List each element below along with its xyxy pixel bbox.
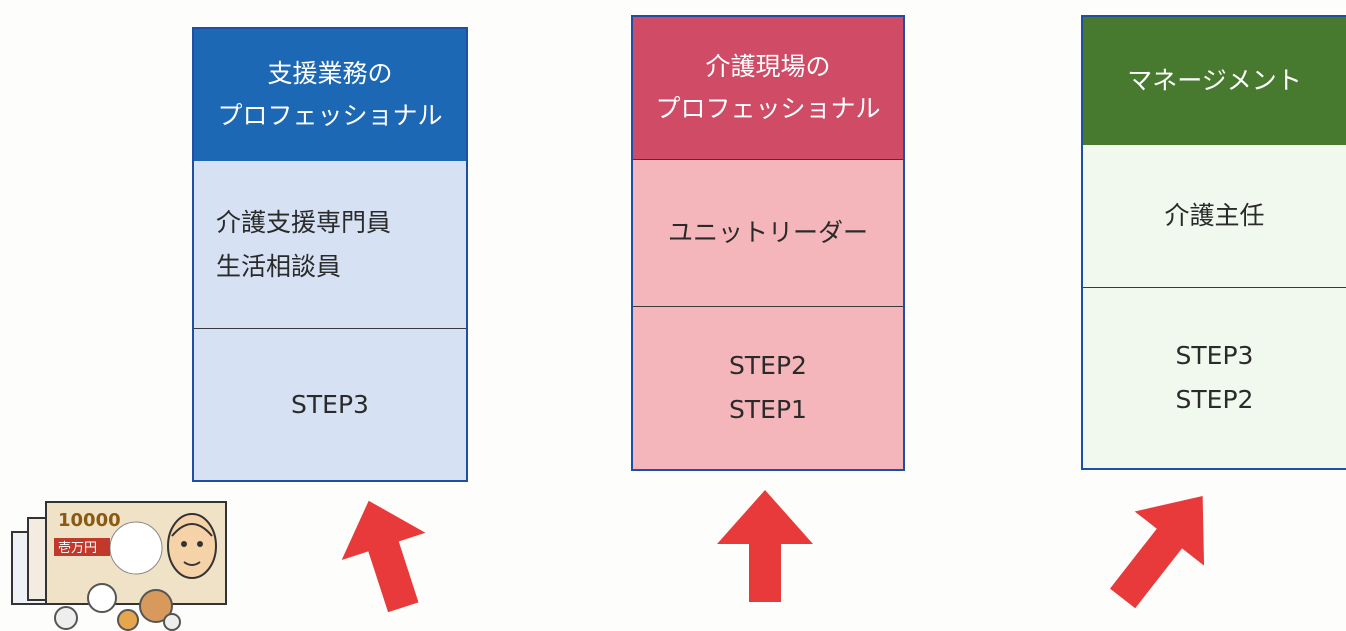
- arrow-up-left-icon: [341, 500, 426, 612]
- card-header: 介護現場の プロフェッショナル: [633, 17, 903, 159]
- step-label: STEP1: [729, 395, 807, 424]
- card-support-professional: 支援業務の プロフェッショナル 介護支援専門員 生活相談員 STEP3: [192, 27, 468, 482]
- position-label: ユニットリーダー: [667, 218, 868, 247]
- header-line-2: プロフェッショナル: [655, 94, 881, 123]
- header-line-1: マネージメント: [1127, 66, 1302, 95]
- step-label: STEP2: [1175, 385, 1254, 414]
- steps-section: STEP2 STEP1: [633, 307, 903, 469]
- step-label: STEP3: [1175, 341, 1254, 370]
- steps-section: STEP3: [194, 329, 466, 480]
- step-label: STEP2: [729, 351, 807, 380]
- card-header: マネージメント: [1083, 17, 1346, 145]
- positions-section: ユニットリーダー: [633, 160, 903, 306]
- money-icon: 10000 壱万円: [11, 501, 227, 631]
- steps-section: STEP3 STEP2: [1083, 288, 1346, 468]
- position-label: 介護支援専門員: [216, 207, 392, 237]
- position-label: 生活相談員: [216, 251, 342, 281]
- card-management: マネージメント 介護主任 STEP3 STEP2: [1081, 15, 1346, 470]
- banknote-kanji: 壱万円: [58, 541, 97, 556]
- positions-section: 介護支援専門員 生活相談員: [194, 161, 466, 328]
- card-care-professional: 介護現場の プロフェッショナル ユニットリーダー STEP2 STEP1: [631, 15, 905, 471]
- arrow-up-icon: [717, 490, 813, 602]
- header-line-1: 介護現場の: [705, 52, 831, 81]
- divider: [633, 306, 903, 307]
- divider: [1083, 287, 1346, 288]
- card-header: 支援業務の プロフェッショナル: [194, 29, 466, 161]
- arrow-up-right-icon: [1109, 495, 1205, 609]
- step-label: STEP3: [291, 389, 369, 419]
- divider: [633, 159, 903, 160]
- header-line-2: プロフェッショナル: [217, 101, 443, 130]
- banknote-value: 10000: [58, 510, 121, 531]
- header-line-1: 支援業務の: [267, 59, 393, 88]
- divider: [194, 328, 466, 329]
- positions-section: 介護主任: [1083, 145, 1346, 287]
- position-label: 介護主任: [1164, 201, 1265, 230]
